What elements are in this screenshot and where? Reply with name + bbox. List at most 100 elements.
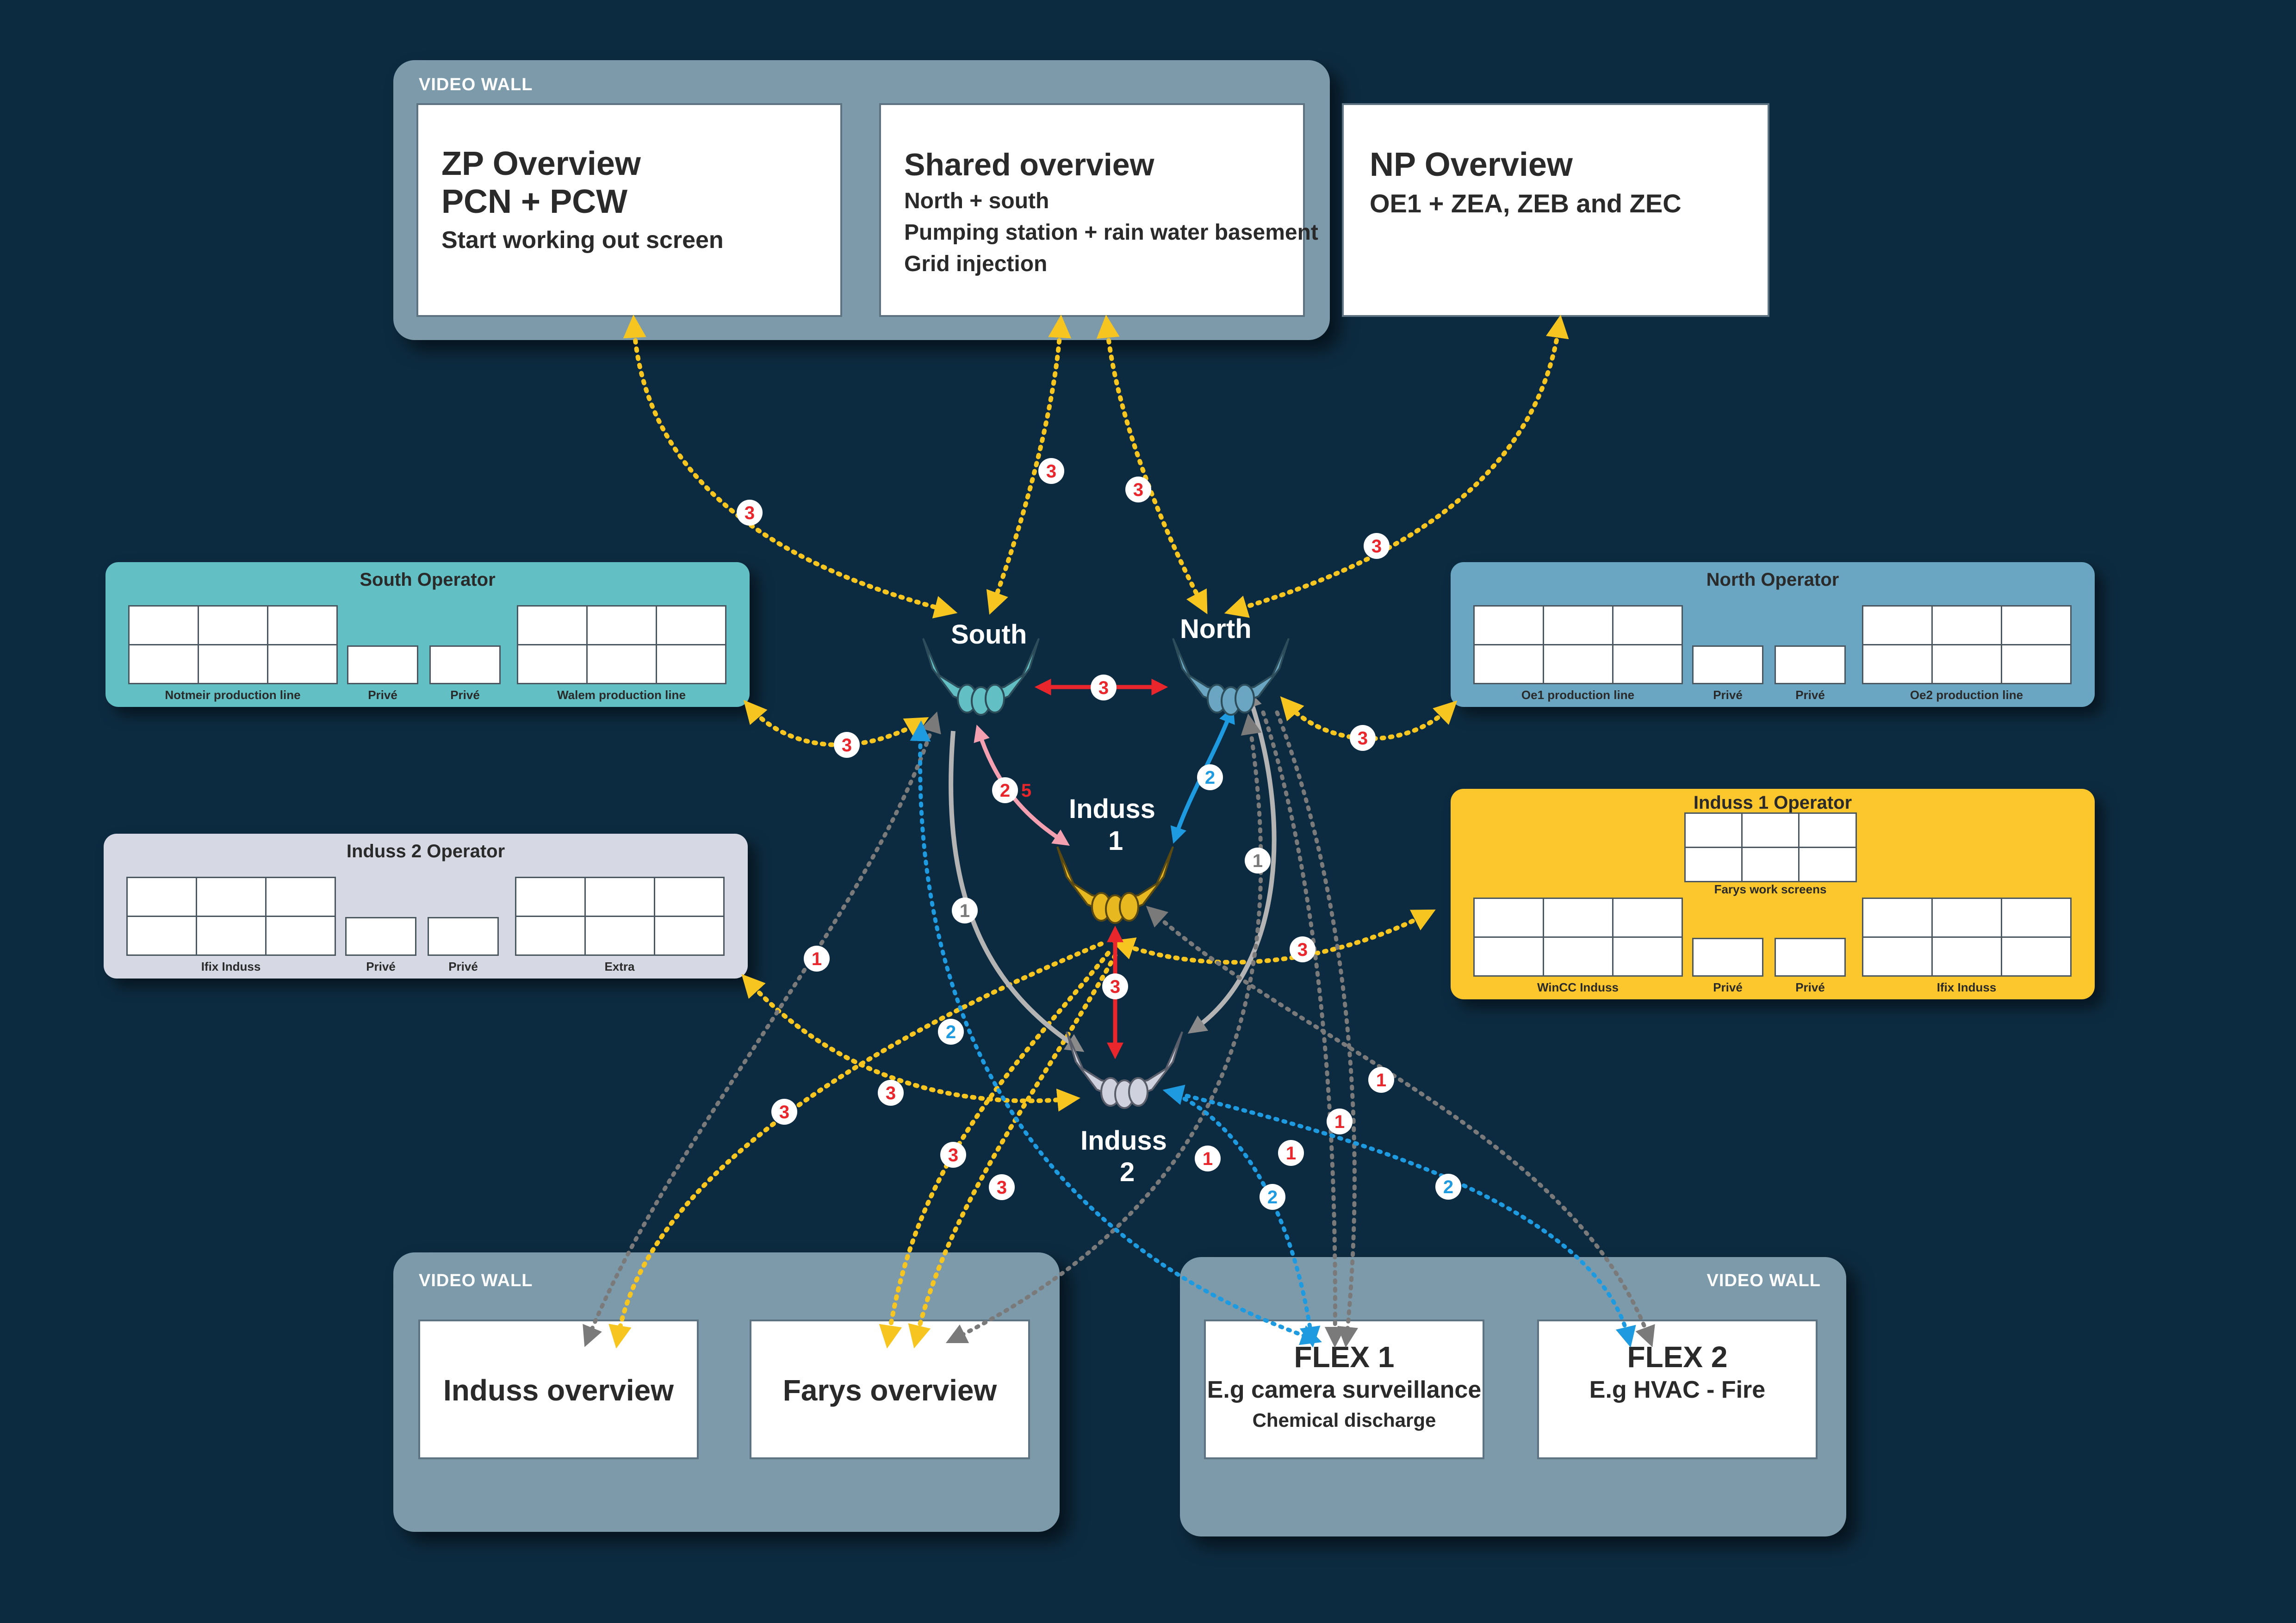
south-operator-title: South Operator — [360, 570, 496, 590]
svg-text:3: 3 — [1297, 940, 1308, 960]
south-caption-prive-1: Privé — [368, 688, 397, 702]
south-right-grid — [516, 605, 726, 684]
badge-3-zp-south: 3 — [737, 500, 763, 526]
bottom-left-video-wall-label: VIDEO WALL — [419, 1271, 533, 1290]
badge-2-north-induss1: 2 — [1197, 764, 1223, 790]
induss1-top-grid — [1684, 812, 1857, 882]
badge-3-shared-north: 3 — [1125, 477, 1151, 502]
north-operator-title: North Operator — [1706, 570, 1839, 590]
badge-1-south-induss2: 1 — [952, 898, 978, 923]
svg-text:1: 1 — [1286, 1143, 1296, 1164]
np-overview-title: NP Overview — [1370, 146, 1573, 183]
badge-2-south-flex1: 2 — [938, 1019, 964, 1045]
induss2-prive-screen-1 — [345, 917, 416, 956]
svg-text:3: 3 — [1371, 536, 1382, 557]
north-caption-right: Oe2 production line — [1910, 688, 2023, 702]
induss1-node-icon — [1056, 846, 1174, 924]
svg-text:3: 3 — [842, 735, 852, 756]
induss1-node-label-line1: Induss — [1069, 794, 1155, 824]
svg-text:1: 1 — [1334, 1112, 1345, 1132]
svg-text:2: 2 — [1205, 768, 1215, 788]
induss1-node-label-line2: 1 — [1108, 826, 1123, 856]
badge-1-north-induss2: 1 — [1245, 848, 1271, 873]
svg-text:3: 3 — [948, 1145, 958, 1165]
link-south-to-induss-overview — [583, 711, 941, 1347]
badge-1-north-flex1-a: 1 — [1278, 1140, 1304, 1166]
badge-2-induss2-flex1: 2 — [1260, 1184, 1285, 1210]
flex1-line-2: Chemical discharge — [1252, 1409, 1436, 1431]
svg-text:1: 1 — [960, 901, 970, 921]
badge-3-induss1-farys-b: 3 — [989, 1174, 1015, 1200]
bottom-right-video-wall: VIDEO WALL FLEX 1 E.g camera surveillanc… — [1180, 1257, 1846, 1536]
np-overview-screen-body: NP Overview OE1 + ZEA, ZEB and ZEC — [1342, 103, 1769, 317]
south-left-grid — [128, 605, 338, 684]
shared-overview-line-2: Pumping station + rain water basement — [904, 220, 1318, 245]
flex2-line-1: E.g HVAC - Fire — [1589, 1376, 1766, 1403]
north-right-grid — [1862, 605, 2072, 684]
badge-1-north-farys: 1 — [1195, 1146, 1221, 1171]
badge-3-shared-south: 3 — [1038, 458, 1064, 484]
svg-text:5: 5 — [1021, 781, 1031, 801]
induss-overview-title: Induss overview — [443, 1374, 674, 1407]
south-caption-prive-2: Privé — [450, 688, 480, 702]
south-caption-right: Walem production line — [557, 688, 686, 702]
badge-3-induss2-op: 3 — [878, 1080, 904, 1106]
svg-text:1: 1 — [1203, 1149, 1213, 1169]
svg-text:3: 3 — [1046, 461, 1056, 482]
induss2-caption-prive-1: Privé — [366, 960, 396, 973]
svg-text:3: 3 — [1133, 480, 1143, 500]
south-prive-screen-1 — [347, 645, 418, 684]
shared-overview-screen: Shared overview North + south Pumping st… — [879, 103, 1318, 317]
zp-overview-detail: Start working out screen — [441, 227, 724, 254]
induss1-caption-prive-1: Privé — [1713, 980, 1743, 994]
zp-overview-subtitle: PCN + PCW — [441, 183, 628, 220]
north-caption-prive-1: Privé — [1713, 688, 1743, 702]
badge-1-induss1-flex2: 1 — [1368, 1067, 1394, 1093]
badge-3-south-north: 3 — [1091, 675, 1117, 700]
badge-3-induss1-overview: 3 — [771, 1099, 797, 1125]
svg-text:3: 3 — [1098, 678, 1109, 698]
top-video-wall-label: VIDEO WALL — [419, 75, 533, 94]
link-3-group — [608, 315, 1569, 1349]
badge-1-south-induss-overview: 1 — [804, 946, 830, 972]
north-prive-screen-1 — [1692, 645, 1763, 684]
induss2-caption-prive-2: Privé — [448, 960, 478, 973]
induss2-caption-left: Ifix Induss — [201, 960, 261, 973]
svg-text:3: 3 — [1358, 728, 1368, 749]
bottom-right-video-wall-label: VIDEO WALL — [1706, 1271, 1821, 1290]
link-np-to-north — [1224, 315, 1569, 618]
link-3-red-group — [1034, 679, 1168, 1059]
induss2-left-grid — [126, 876, 336, 956]
south-node-label: South — [951, 619, 1027, 650]
induss2-prive-screen-2 — [428, 917, 499, 956]
north-caption-left: Oe1 production line — [1521, 688, 1635, 702]
induss1-operator-title: Induss 1 Operator — [1693, 793, 1852, 813]
link-induss2-to-flex2 — [1162, 1084, 1636, 1348]
svg-text:2: 2 — [1267, 1187, 1278, 1208]
svg-text:1: 1 — [812, 949, 822, 969]
link-zp-to-south — [623, 315, 958, 619]
top-video-wall: VIDEO WALL ZP Overview PCN + PCW Start w… — [393, 60, 1330, 340]
badge-3-south-op: 3 — [834, 732, 860, 758]
induss1-top-caption: Farys work screens — [1714, 882, 1827, 896]
induss1-caption-right: Ifix Induss — [1936, 980, 1997, 994]
badge-3-induss1-induss2: 3 — [1102, 973, 1128, 999]
induss1-prive-screen-1 — [1692, 938, 1763, 977]
induss2-node-icon — [1066, 1031, 1183, 1109]
svg-text:3: 3 — [997, 1177, 1007, 1198]
link-induss2-to-flex1 — [1182, 1096, 1321, 1348]
svg-text:3: 3 — [886, 1083, 896, 1103]
north-left-grid — [1473, 605, 1683, 684]
shared-overview-title: Shared overview — [904, 147, 1154, 182]
farys-overview-title: Farys overview — [782, 1374, 997, 1407]
link-shared-to-north — [1096, 315, 1208, 614]
link-shared-to-south — [986, 315, 1072, 615]
south-prive-screen-2 — [429, 645, 501, 684]
flex1-line-1: E.g camera surveillance — [1207, 1376, 1482, 1403]
induss1-caption-prive-2: Privé — [1795, 980, 1825, 994]
shared-overview-line-1: North + south — [904, 189, 1049, 213]
north-node-icon — [1172, 638, 1290, 716]
